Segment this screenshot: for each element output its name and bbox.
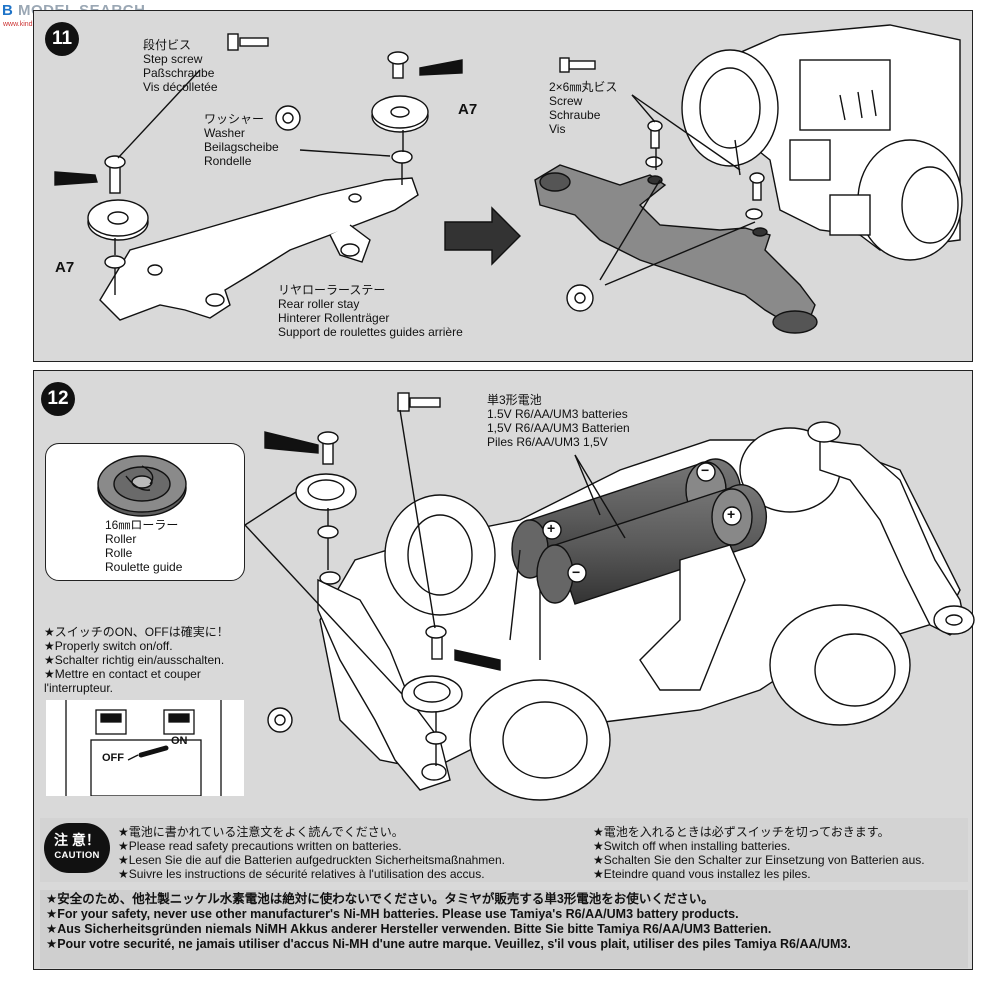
batteries-label: 単3形電池 1.5V R6/AA/UM3 batteries 1,5V R6/A… xyxy=(487,393,630,449)
stay-hole xyxy=(340,243,360,257)
battery-terminal xyxy=(639,544,746,691)
caution-right-text: ★電池を入れるときは必ずスイッチを切っておきます。 ★Switch off wh… xyxy=(593,825,925,881)
step-number-12: 12 xyxy=(41,382,75,416)
washer-hole xyxy=(282,112,294,124)
step-screw-sample xyxy=(239,37,269,47)
switch-inset: OFF ON xyxy=(46,700,244,796)
battery-plus-badge xyxy=(722,506,742,526)
roller-inset: 16㎜ローラー Roller Rolle Roulette guide xyxy=(45,443,245,581)
switch-on-label: ON xyxy=(171,735,188,747)
stay-roller-left xyxy=(539,172,571,192)
switch-drawing xyxy=(65,700,222,796)
screw-head xyxy=(317,431,339,445)
screwdriver-icon xyxy=(454,649,501,671)
screw-head xyxy=(387,51,409,65)
leader-line xyxy=(117,69,201,159)
leader-line xyxy=(734,139,741,176)
battery-plus-sign: + xyxy=(547,520,556,536)
next-arrow-icon xyxy=(444,206,521,266)
washer-top xyxy=(391,150,413,164)
front-stay-hole xyxy=(421,763,447,781)
step-screw-sample xyxy=(409,397,441,408)
safety-text: ★安全のため、他社製ニッケル水素電池は絶対に使わないでください。タミヤが販売する… xyxy=(46,892,851,951)
battery-minus-sign: − xyxy=(701,462,710,478)
stay-hole xyxy=(752,227,768,237)
roller-label: 16㎜ローラー Roller Rolle Roulette guide xyxy=(105,518,183,574)
washer-a xyxy=(645,156,663,168)
leader-line xyxy=(631,94,741,171)
washer-left xyxy=(104,255,126,269)
washer-label: ワッシャー Washer Beilagscheibe Rondelle xyxy=(204,112,279,168)
wheel-hub xyxy=(814,633,896,707)
front-stay xyxy=(317,578,451,791)
step-number-11: 11 xyxy=(45,22,79,56)
leader-line xyxy=(631,94,656,123)
leader-line xyxy=(399,409,436,629)
screw-label: 2×6㎜丸ビス Screw Schraube Vis xyxy=(549,80,618,136)
washer-hole xyxy=(274,714,286,726)
rear-stay xyxy=(819,439,966,636)
screwdriver-icon xyxy=(54,171,98,186)
screw-sample xyxy=(568,60,596,70)
roller-16mm-inner xyxy=(413,681,451,703)
roller-16mm-inner xyxy=(307,479,345,501)
safety-band xyxy=(40,890,968,968)
washer-b xyxy=(745,208,763,220)
stay-roller-right xyxy=(772,310,818,334)
housing-ribs xyxy=(839,89,877,121)
caution-badge: 注 意！ CAUTION xyxy=(44,823,110,873)
rear-wheel-left-hub xyxy=(699,67,761,149)
leader-line xyxy=(604,221,756,286)
wheel-hub xyxy=(502,701,588,779)
leader-line xyxy=(244,491,297,526)
battery-minus-badge xyxy=(567,563,587,583)
rear-roller-top xyxy=(807,421,841,443)
switch-off-label: OFF xyxy=(102,752,124,764)
step-screw-left xyxy=(109,164,121,194)
screw-head xyxy=(749,172,765,184)
wheel-hub xyxy=(407,514,473,596)
roller-16mm-drawing xyxy=(97,455,187,517)
screw-head xyxy=(559,57,570,73)
caution-left-text: ★電池に書かれている注意文をよく読んでください。 ★Please read sa… xyxy=(118,825,505,881)
stay-hole xyxy=(348,193,362,203)
leader-line xyxy=(299,149,391,157)
stay-hole xyxy=(147,264,163,276)
leader-line xyxy=(244,524,403,695)
rear-roller-stay-label: リヤローラーステー Rear roller stay Hinterer Roll… xyxy=(278,283,463,339)
screw-head xyxy=(104,155,126,169)
screwdriver-icon xyxy=(419,59,463,76)
roller-hub xyxy=(107,211,129,225)
leader-line xyxy=(574,454,626,539)
screw-head xyxy=(647,120,663,132)
step-screw-label: 段付ビス Step screw Paßschraube Vis décollet… xyxy=(143,38,218,94)
leader-line xyxy=(599,179,661,281)
switch-note: ★スイッチのON、OFFは確実に！ ★Properly switch on/of… xyxy=(44,625,229,695)
washer xyxy=(317,525,339,539)
rear-roller-stay-part xyxy=(99,177,419,321)
roller-hub xyxy=(390,106,410,118)
roller-hub xyxy=(945,614,963,626)
battery-minus-sign: − xyxy=(572,564,581,580)
front-stay-hole xyxy=(319,571,341,585)
stay-hole xyxy=(205,293,225,307)
washer xyxy=(425,731,447,745)
gear-cover xyxy=(789,139,831,181)
screw-head xyxy=(227,33,239,51)
rear-wheel-right-hub xyxy=(901,166,959,244)
a7-label-left: A7 xyxy=(55,259,75,276)
battery-minus-badge xyxy=(696,462,716,482)
leader-line xyxy=(574,454,601,516)
washer-hole xyxy=(574,292,586,304)
rear-mount xyxy=(829,194,871,236)
battery-plus-badge xyxy=(542,520,562,540)
screw-head xyxy=(425,625,447,639)
caution-band xyxy=(40,818,968,882)
terminal-wire xyxy=(509,549,541,660)
screw-head xyxy=(397,392,410,412)
screwdriver-icon xyxy=(264,431,319,454)
battery-plus-sign: + xyxy=(727,506,736,522)
a7-label-top: A7 xyxy=(458,101,478,118)
